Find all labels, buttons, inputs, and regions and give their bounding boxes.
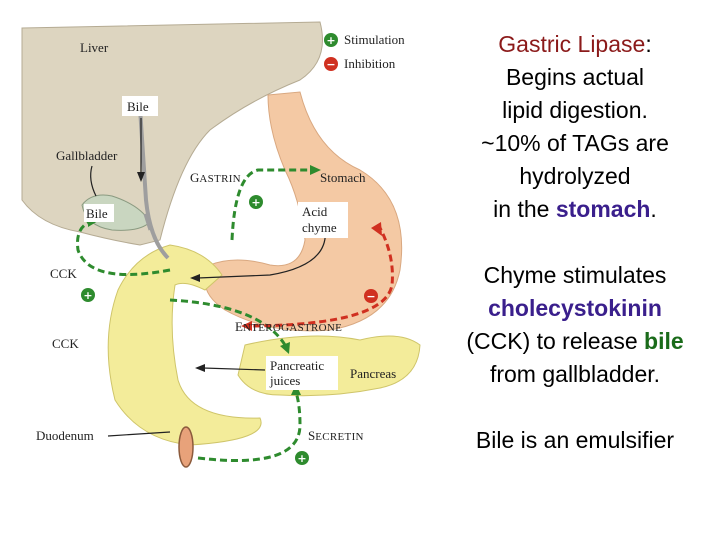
secretin-label: SECRETIN <box>308 428 364 443</box>
gallbladder-label: Gallbladder <box>56 148 118 163</box>
explanation-text: Gastric Lipase: Begins actual lipid dige… <box>430 28 720 457</box>
secretin-plus-icon <box>295 451 309 465</box>
text-line-2: Begins actual <box>505 64 645 90</box>
acid-chyme-label-2: chyme <box>302 220 337 235</box>
gallbladder-pointer <box>90 165 97 197</box>
stomach-label: Stomach <box>320 170 366 185</box>
pancreas-label: Pancreas <box>350 366 396 381</box>
gastric-lipase-term: Gastric Lipase <box>498 31 646 57</box>
release-line: (CCK) to release bile <box>466 328 684 354</box>
lipase-colon: : <box>645 31 652 57</box>
gastrin-label: GASTRIN <box>190 170 241 185</box>
gastrin-pathway <box>230 168 312 241</box>
cck-plus-sign: + <box>83 289 92 302</box>
inhibition-sign: − <box>326 58 335 71</box>
enterogastrone-arrowhead-stomach <box>371 222 382 236</box>
text-line-6: in the stomach. <box>493 196 657 222</box>
bile-label: Bile <box>127 99 149 114</box>
cck-line: cholecystokinin <box>430 292 720 325</box>
duodenum-label: Duodenum <box>36 428 94 443</box>
gastrin-plus-icon <box>249 195 263 209</box>
juices-arrowhead <box>195 364 205 372</box>
cholecystokinin-term: cholecystokinin <box>488 295 662 321</box>
legend-stimulation: Stimulation <box>344 32 405 47</box>
chyme-arrowhead <box>190 274 200 282</box>
enterogastrone-minus-sign: − <box>366 290 375 303</box>
enterogastrone-pathway <box>249 223 394 328</box>
gallbladder-line: from gallbladder. <box>489 361 661 387</box>
text-line-3: lipid digestion. <box>502 97 648 123</box>
cck-pancreas-arrowhead <box>280 342 290 354</box>
cck-label-2: CCK <box>52 336 79 351</box>
enterogastrone-minus-icon <box>364 289 378 303</box>
emulsifier-line: Bile is an emulsifier <box>475 427 675 453</box>
bile-box <box>122 96 158 116</box>
juices-box <box>266 356 338 390</box>
duodenum-shape <box>107 244 262 446</box>
cck-plus-icon <box>81 288 95 302</box>
juices-arrow <box>202 367 266 371</box>
bile-gb-box <box>84 204 114 222</box>
digestive-diagram: + Stimulation − Inhibition + + + − Liver… <box>21 21 421 468</box>
stimulation-sign: + <box>326 34 335 47</box>
legend-inhibition: Inhibition <box>344 56 396 71</box>
inhibition-icon <box>324 57 338 71</box>
gastrin-arrowhead <box>310 165 321 175</box>
gastrin-plus-sign: + <box>251 196 260 209</box>
stomach-term: stomach <box>555 196 651 222</box>
duodenum-pointer <box>107 431 171 437</box>
liver-shape <box>21 21 323 246</box>
acid-chyme-label-1: Acid <box>302 204 328 219</box>
enterogastrone-label: ENTEROGASTRONE <box>235 319 342 334</box>
pancreatic-juices-label-2: juices <box>269 373 300 388</box>
duodenum-opening <box>178 426 194 468</box>
stimulation-icon <box>324 33 338 47</box>
secretin-pathway <box>197 391 302 462</box>
secretin-plus-sign: + <box>297 452 306 465</box>
cck-label-1: CCK <box>50 266 77 281</box>
lipase-line: Gastric Lipase: <box>430 28 720 61</box>
liver-label: Liver <box>80 40 109 55</box>
enterogastrone-arrowhead-duodenum <box>241 321 252 331</box>
cck-gallbladder-pathway <box>76 220 171 276</box>
cystic-duct <box>143 213 152 231</box>
chyme-line: Chyme stimulates <box>483 262 667 288</box>
bile-arrowhead <box>137 172 145 182</box>
text-line-4: ~10% of TAGs are <box>481 130 669 156</box>
bile-duct <box>138 107 170 260</box>
pancreatic-juices-label-1: Pancreatic <box>270 358 324 373</box>
acid-chyme-box <box>298 202 348 238</box>
bile-gallbladder-label: Bile <box>86 206 108 221</box>
text-line-5: hydrolyzed <box>519 163 631 189</box>
bile-term: bile <box>644 328 684 354</box>
